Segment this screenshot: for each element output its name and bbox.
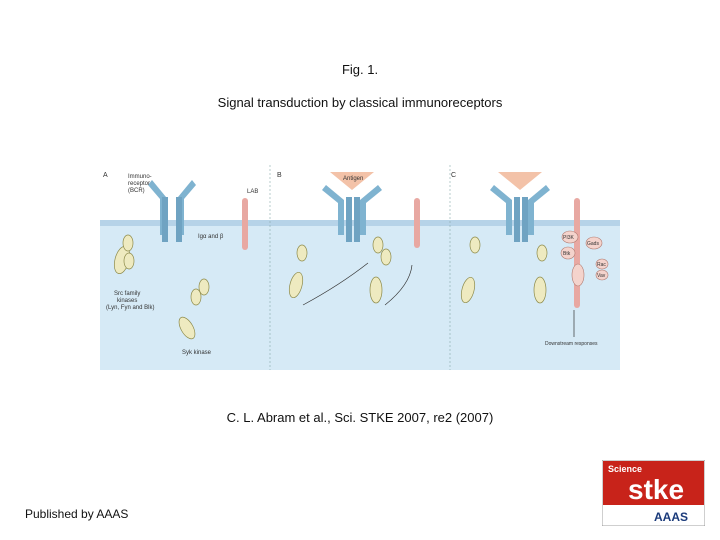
igab-label: Igα and β — [198, 234, 224, 240]
panel-label-a: A — [103, 172, 108, 179]
receptor-b — [322, 185, 382, 242]
immunoreceptor-diagram: A B C Immuno- receptor (BCR) LAB Igα and… — [100, 165, 620, 370]
receptor-c — [490, 185, 550, 242]
src-kinase-b — [296, 244, 308, 262]
receptor-label-line2: receptor — [128, 181, 150, 187]
figure-subtitle: Signal transduction by classical immunor… — [217, 95, 503, 110]
syk-label: Syk kinase — [182, 350, 212, 356]
btk-label: Btk — [563, 251, 571, 257]
panel-label-c: C — [451, 172, 456, 179]
src-family-label-1: Src family — [114, 291, 140, 297]
receptor-label-line3: (BCR) — [128, 188, 145, 194]
receptor-label-line1: Immuno- — [128, 174, 152, 180]
gads-label: Gads — [587, 241, 599, 247]
receptor-a — [148, 180, 196, 242]
logo-science-text: Science — [608, 464, 642, 474]
lab-label: LAB — [247, 189, 258, 195]
panel-label-b: B — [277, 172, 282, 179]
science-stke-logo: Science stke AAAS — [602, 460, 705, 526]
vav-label: Vav — [597, 273, 606, 279]
syk-kinase-a — [178, 278, 210, 340]
publisher-credit: Published by AAAS — [25, 507, 129, 521]
src-family-label-2: kinases — [117, 298, 137, 304]
logo-stke-text: stke — [628, 474, 684, 505]
rac-label: Rac — [597, 262, 606, 268]
cytoplasm-region — [100, 223, 620, 370]
figure-title: Fig. 1. — [341, 62, 379, 77]
src-kinase-a — [113, 234, 135, 274]
citation: C. L. Abram et al., Sci. STKE 2007, re2 … — [226, 410, 494, 425]
antigen-label: Antigen — [343, 176, 363, 182]
downstream-label: Downstream responses — [545, 341, 598, 347]
adaptor-complex — [560, 230, 609, 287]
lab-protein-a — [242, 198, 248, 250]
logo-aaas-text: AAAS — [654, 510, 688, 524]
src-family-label-3: (Lyn, Fyn and Blk) — [106, 305, 154, 311]
antigen-b — [330, 172, 374, 190]
antigen-c — [498, 172, 542, 190]
pi3k-label: PI3K — [563, 235, 575, 241]
lab-protein-b — [414, 198, 420, 248]
syk-kinase-b — [372, 236, 384, 254]
